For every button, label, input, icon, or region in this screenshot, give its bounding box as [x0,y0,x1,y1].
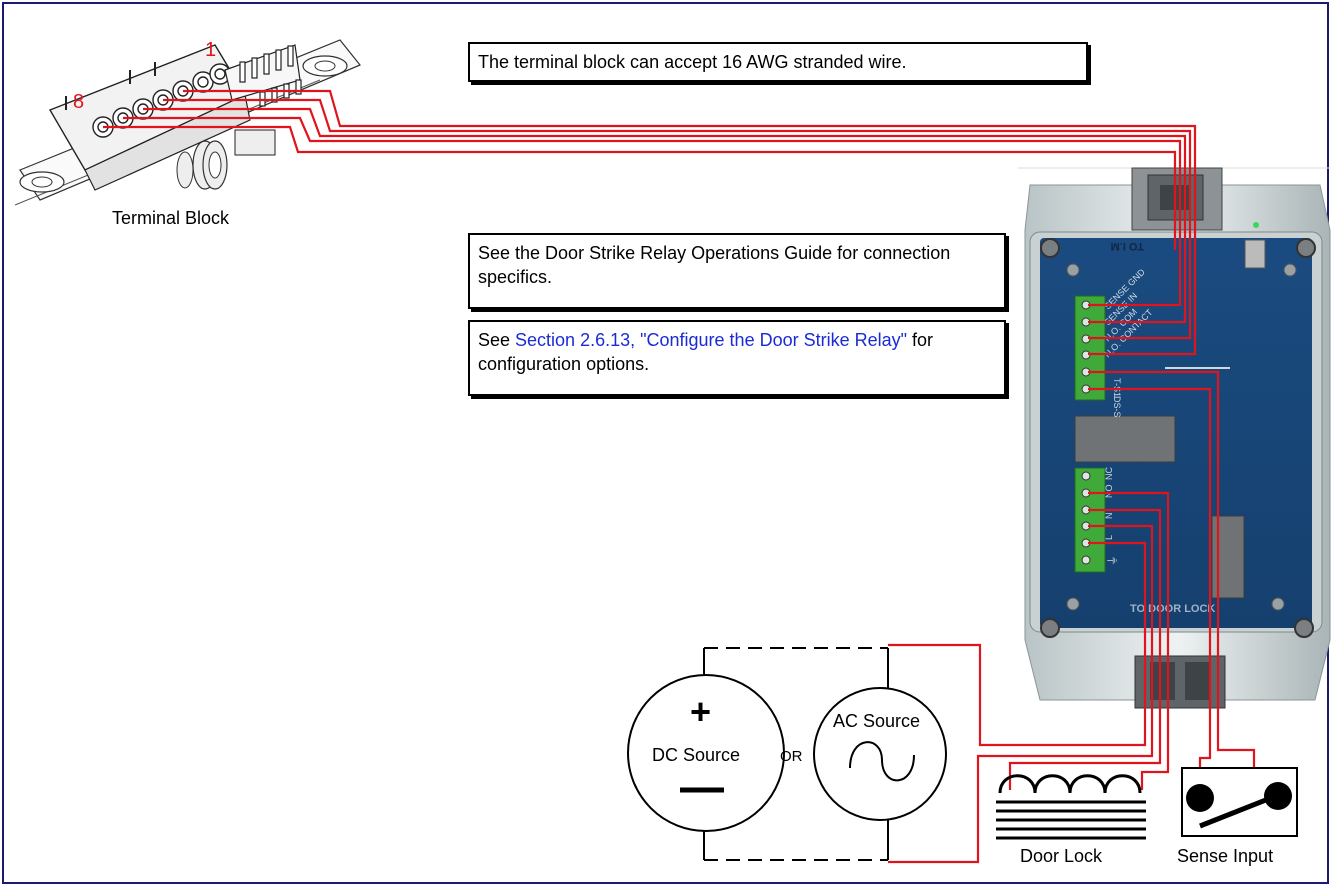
wire-gauge-callout: The terminal block can accept 16 AWG str… [468,42,1088,82]
ac-source-label: AC Source [833,711,920,731]
door-strike-relay-box [1018,167,1331,709]
configure-prefix: See [478,330,516,350]
or-label: OR [780,748,803,765]
operations-guide-callout: See the Door Strike Relay Operations Gui… [468,233,1006,309]
sense-input-switch [1181,767,1298,837]
dc-source-label: DC Source [652,745,740,765]
door-lock-coil [996,774,1146,840]
pin-8-label: 8 [73,91,84,113]
wires-relay-to-lock-and-source [888,491,1170,864]
ac-source-circle [813,687,947,821]
terminal-label-no: NO [1104,485,1114,499]
configure-callout: See Section 2.6.13, "Configure the Door … [468,320,1006,396]
wire-gauge-text: The terminal block can accept 16 AWG str… [478,52,907,72]
top-connector-label: TO I.M [1111,240,1144,252]
power-sources [627,647,947,861]
configure-suffix: for configuration options. [478,330,934,374]
to-door-lock-label: TO DOOR LOCK [1130,603,1215,615]
pin-1-label: 1 [205,39,216,61]
configure-door-strike-relay-link[interactable]: Section 2.6.13, "Configure the Door Stri… [515,330,908,350]
dc-source-circle [627,674,785,832]
terminal-label-nc: NC [1104,467,1114,480]
terminal-label-ds-s: DS-S [1112,396,1122,418]
sense-input-label: Sense Input [1177,846,1273,866]
door-lock-label: Door Lock [1020,846,1103,866]
terminal-label-n: N [1104,513,1114,520]
wires-terminal-to-relay [103,89,1197,356]
operations-guide-text: See the Door Strike Relay Operations Gui… [478,243,951,287]
terminal-label-l: L [1104,535,1114,540]
ac-sine-icon [849,741,915,782]
terminal-label-ground: ⏚ [1106,555,1119,566]
dc-plus-sign: + [690,691,711,732]
terminal-block-label: Terminal Block [112,208,230,228]
terminal-block-illustration [14,39,361,206]
terminal-label-t-s1: T-S1 [1112,378,1122,397]
